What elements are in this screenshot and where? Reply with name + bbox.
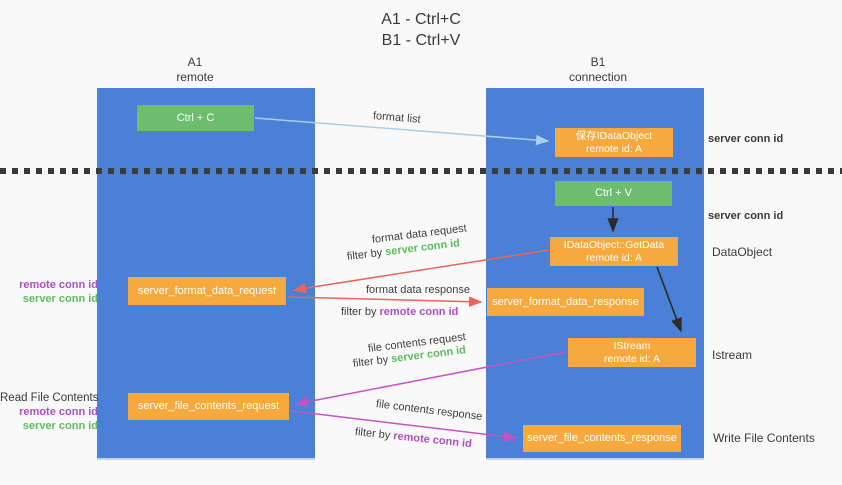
ctrl-c-event-box: Ctrl + C: [137, 105, 254, 131]
idataobject-getdata-box: IDataObject::GetData remote id: A: [550, 237, 678, 266]
istream-line2: remote id: A: [603, 352, 661, 365]
getdata-line2: remote id: A: [585, 251, 643, 264]
istream-annotation: Istream: [712, 348, 753, 362]
server-conn-id-annotation-mid: server conn id: [708, 210, 784, 222]
server-conn-id-annotation: server conn id: [22, 420, 98, 432]
title-line-2: B1 - Ctrl+V: [381, 32, 461, 49]
read-file-contents-annotation: Read File Contents: [0, 392, 99, 404]
file-response-label: server_file_contents_response: [527, 432, 677, 444]
column-header-a1: A1 remote: [135, 55, 255, 85]
arrow-format-data-response: [287, 296, 483, 307]
dataobject-annotation: DataObject: [712, 245, 773, 259]
server-file-contents-response-box: server_file_contents_response: [523, 425, 681, 452]
format-request-label: server_format_data_request: [137, 284, 277, 297]
column-a1-subtitle: remote: [176, 70, 214, 84]
server-conn-id-annotation: server conn id: [22, 293, 98, 305]
getdata-line1: IDataObject::GetData: [563, 238, 665, 251]
remote-conn-id-text: remote conn id: [392, 430, 473, 451]
conn-id-annotation-pair-1: remote conn id server conn id: [0, 278, 98, 306]
server-format-data-request-box: server_format_data_request: [128, 277, 286, 305]
ctrl-c-label: Ctrl + C: [176, 111, 215, 124]
column-a1-name: A1: [187, 55, 203, 69]
filter-prefix: filter by: [354, 426, 394, 442]
istream-line1: IStream: [613, 339, 651, 352]
file-request-label: server_file_contents_request: [137, 400, 280, 412]
format-response-label: server_format_data_response: [492, 295, 639, 308]
filter-by-remote-conn-id-label-2: filter by remote conn id: [354, 426, 472, 450]
remote-conn-id-annotation: remote conn id: [19, 279, 98, 291]
write-file-contents-annotation: Write File Contents: [713, 431, 815, 445]
title-line-1: A1 - Ctrl+C: [381, 11, 461, 28]
filter-prefix: filter by: [346, 246, 386, 263]
server-conn-id-annotation-top: server conn id: [708, 133, 784, 145]
column-b1-subtitle: connection: [568, 70, 628, 84]
filter-by-remote-conn-id-label-1: filter by remote conn id: [341, 306, 458, 318]
ctrl-v-label: Ctrl + V: [595, 187, 632, 199]
ctrl-v-event-box: Ctrl + V: [555, 181, 672, 206]
diagram-title: A1 - Ctrl+C B1 - Ctrl+V: [0, 9, 842, 51]
read-file-annotation-block: Read File Contents remote conn id server…: [0, 391, 98, 433]
file-contents-response-label: file contents response: [375, 398, 483, 423]
format-data-response-label: format data response: [366, 284, 470, 296]
remote-conn-id-text: remote conn id: [379, 306, 459, 318]
format-list-label: format list: [372, 110, 422, 126]
server-format-data-response-box: server_format_data_response: [487, 288, 644, 316]
remote-conn-id-annotation: remote conn id: [19, 406, 98, 418]
save-idataobject-box: 保存IDataObject remote id: A: [555, 128, 673, 157]
save-idataobject-line2: remote id: A: [585, 142, 643, 155]
server-file-contents-request-box: server_file_contents_request: [128, 393, 289, 420]
filter-prefix: filter by: [352, 353, 392, 370]
filter-prefix: filter by: [341, 306, 380, 318]
session-divider-dotted-line: [0, 168, 842, 174]
save-idataobject-line1: 保存IDataObject: [575, 129, 653, 142]
column-header-b1: B1 connection: [538, 55, 658, 85]
column-b1-name: B1: [590, 55, 606, 69]
istream-box: IStream remote id: A: [568, 338, 696, 367]
